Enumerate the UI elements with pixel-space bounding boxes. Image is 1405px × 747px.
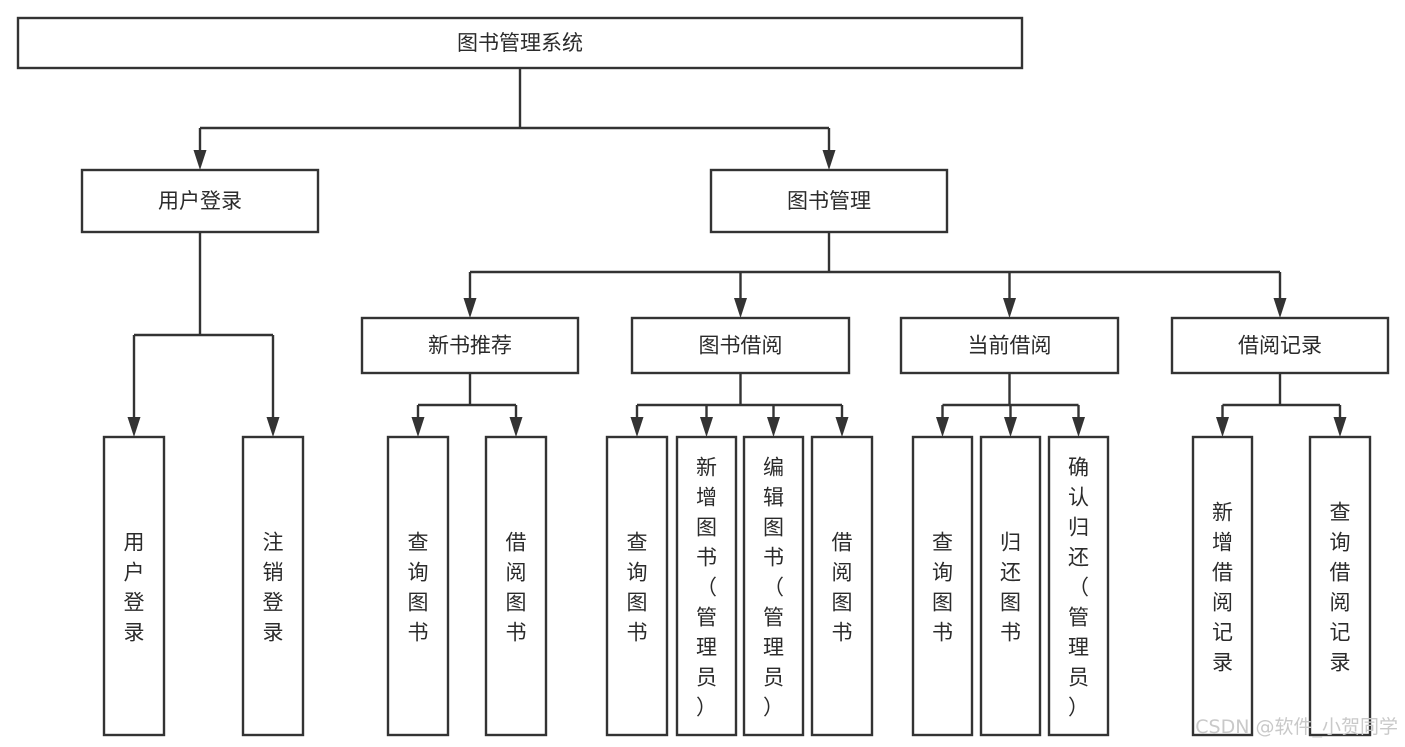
arrowhead-new-book-rec-0 — [411, 417, 425, 437]
node-box-leaf-query-book-1 — [386, 435, 450, 737]
node-label-leaf-user-login: 用户登录 — [124, 530, 145, 644]
node-label-leaf-add-book: 新增图书（管理员） — [696, 455, 717, 719]
node-box-borrow-record — [1170, 316, 1390, 375]
node-leaf-return-book[interactable]: 归还图书 — [979, 435, 1042, 737]
arrowhead-book-manage-0 — [463, 298, 477, 318]
arrowhead-current-borrow-1 — [1004, 417, 1017, 437]
node-box-leaf-add-book — [675, 435, 738, 737]
node-leaf-logout[interactable]: 注销登录 — [241, 435, 305, 737]
arrowhead-borrow-record-1 — [1333, 417, 1347, 437]
node-box-leaf-return-book — [979, 435, 1042, 737]
node-box-leaf-edit-book — [742, 435, 805, 737]
arrowhead-current-borrow-2 — [1072, 417, 1085, 437]
node-leaf-add-record[interactable]: 新增借阅记录 — [1191, 435, 1254, 737]
node-box-leaf-user-login — [102, 435, 166, 737]
node-borrow-record[interactable]: 借阅记录 — [1170, 316, 1390, 375]
node-leaf-confirm-return[interactable]: 确认归还（管理员） — [1047, 435, 1110, 737]
node-box-user-login — [80, 168, 320, 234]
node-label-leaf-add-record: 新增借阅记录 — [1212, 500, 1233, 674]
arrowhead-book-manage-1 — [734, 298, 747, 318]
arrowhead-user-login-0 — [127, 417, 141, 437]
node-box-leaf-logout — [241, 435, 305, 737]
node-leaf-borrow-book-2[interactable]: 借阅图书 — [810, 435, 874, 737]
node-label-leaf-borrow-book-2: 借阅图书 — [832, 530, 853, 644]
node-label-book-borrow: 图书借阅 — [699, 334, 783, 358]
node-book-borrow[interactable]: 图书借阅 — [630, 316, 851, 375]
arrowhead-book-borrow-3 — [835, 417, 849, 437]
node-label-leaf-confirm-return: 确认归还（管理员） — [1068, 455, 1089, 719]
node-label-leaf-query-book-1: 查询图书 — [408, 530, 429, 644]
node-leaf-query-record[interactable]: 查询借阅记录 — [1308, 435, 1372, 737]
node-label-current-borrow: 当前借阅 — [968, 334, 1052, 358]
node-label-leaf-query-book-3: 查询图书 — [932, 530, 953, 644]
node-label-leaf-edit-book: 编辑图书（管理员） — [763, 455, 784, 719]
node-box-leaf-borrow-book-2 — [810, 435, 874, 737]
arrowhead-current-borrow-0 — [936, 417, 949, 437]
node-label-user-login: 用户登录 — [158, 189, 242, 213]
arrowhead-root-1 — [822, 150, 836, 170]
node-book-manage[interactable]: 图书管理 — [709, 168, 949, 234]
node-leaf-query-book-2[interactable]: 查询图书 — [605, 435, 669, 737]
edges-layer — [127, 68, 1347, 437]
node-box-leaf-confirm-return — [1047, 435, 1110, 737]
nodes-layer: 图书管理系统用户登录图书管理新书推荐图书借阅当前借阅借阅记录用户登录注销登录查询… — [16, 16, 1390, 737]
node-leaf-query-book-3[interactable]: 查询图书 — [911, 435, 974, 737]
node-label-leaf-borrow-book-1: 借阅图书 — [506, 530, 527, 644]
arrowhead-book-manage-3 — [1273, 298, 1287, 318]
node-label-leaf-logout: 注销登录 — [263, 530, 284, 644]
node-box-leaf-query-record — [1308, 435, 1372, 737]
node-box-current-borrow — [899, 316, 1120, 375]
node-leaf-edit-book[interactable]: 编辑图书（管理员） — [742, 435, 805, 737]
arrowhead-book-borrow-2 — [767, 417, 780, 437]
node-box-book-borrow — [630, 316, 851, 375]
arrowhead-user-login-1 — [266, 417, 280, 437]
node-leaf-user-login[interactable]: 用户登录 — [102, 435, 166, 737]
node-label-new-book-rec: 新书推荐 — [428, 334, 512, 358]
node-label-leaf-query-book-2: 查询图书 — [627, 530, 648, 644]
arrowhead-book-borrow-0 — [630, 417, 644, 437]
node-box-leaf-borrow-book-1 — [484, 435, 548, 737]
csdn-watermark: CSDN @软件_小贺同学 — [1195, 716, 1398, 738]
node-leaf-add-book[interactable]: 新增图书（管理员） — [675, 435, 738, 737]
node-label-borrow-record: 借阅记录 — [1238, 334, 1322, 358]
node-root[interactable]: 图书管理系统 — [16, 16, 1024, 70]
node-label-book-manage: 图书管理 — [787, 189, 871, 213]
node-box-leaf-query-book-3 — [911, 435, 974, 737]
arrowhead-borrow-record-0 — [1216, 417, 1229, 437]
node-user-login[interactable]: 用户登录 — [80, 168, 320, 234]
node-label-leaf-return-book: 归还图书 — [1000, 530, 1021, 644]
node-leaf-borrow-book-1[interactable]: 借阅图书 — [484, 435, 548, 737]
arrowhead-book-borrow-1 — [700, 417, 713, 437]
arrowhead-new-book-rec-1 — [509, 417, 523, 437]
node-current-borrow[interactable]: 当前借阅 — [899, 316, 1120, 375]
node-box-leaf-add-record — [1191, 435, 1254, 737]
node-label-leaf-query-record: 查询借阅记录 — [1330, 500, 1351, 674]
node-box-root — [16, 16, 1024, 70]
node-box-leaf-query-book-2 — [605, 435, 669, 737]
arrowhead-root-0 — [193, 150, 207, 170]
node-label-root: 图书管理系统 — [457, 31, 583, 55]
arrowhead-book-manage-2 — [1003, 298, 1016, 318]
node-new-book-rec[interactable]: 新书推荐 — [360, 316, 580, 375]
node-box-new-book-rec — [360, 316, 580, 375]
node-leaf-query-book-1[interactable]: 查询图书 — [386, 435, 450, 737]
node-box-book-manage — [709, 168, 949, 234]
